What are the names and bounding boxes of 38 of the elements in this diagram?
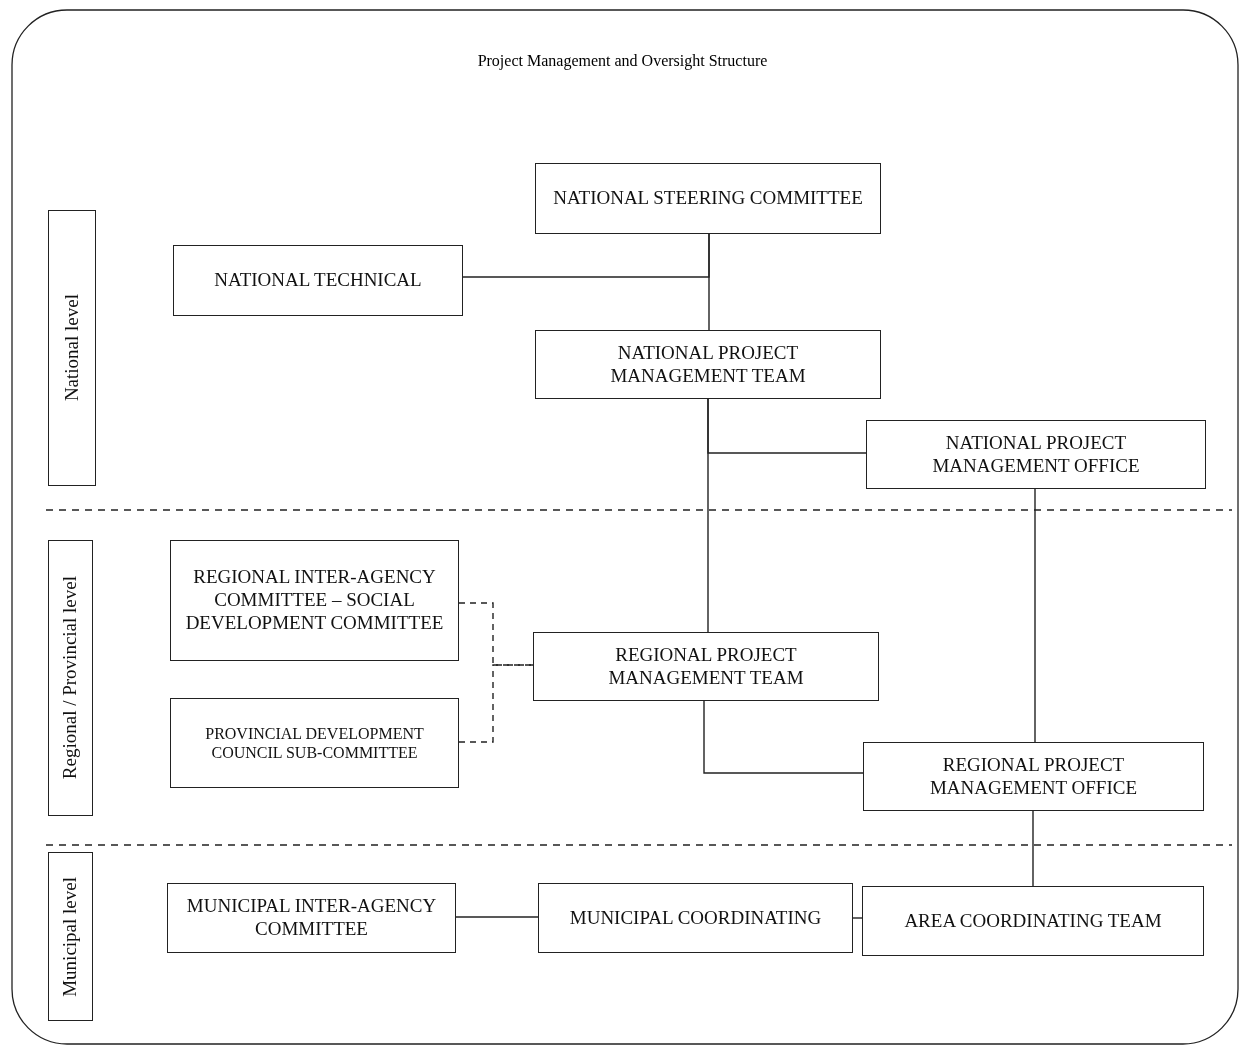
org-unit-box [862, 886, 1204, 956]
level-label: National level [61, 293, 83, 404]
org-unit-box [535, 163, 881, 234]
org-unit-box [538, 883, 853, 953]
org-unit-box [170, 698, 459, 788]
level-label: Municipal level [60, 875, 81, 999]
level-label: Regional / Provincial level [60, 575, 81, 782]
unit-name: PROVINCIAL DEVELOPMENT COUNCIL SUB-COMMITTEE [204, 723, 425, 763]
connector-line [458, 664, 534, 743]
level-label-box [48, 540, 93, 816]
connector-line [707, 398, 867, 454]
unit-name: NATIONAL PROJECT MANAGEMENT TEAM [609, 341, 807, 388]
unit-name: NATIONAL PROJECT MANAGEMENT OFFICE [931, 431, 1141, 478]
org-unit-box [863, 742, 1204, 811]
connector-line [455, 916, 539, 918]
org-unit-box [866, 420, 1206, 489]
org-unit-box [535, 330, 881, 399]
connector-line [1032, 810, 1034, 887]
connector-line [703, 700, 864, 774]
unit-name: MUNICIPAL COORDINATING [568, 906, 823, 930]
connector-line [458, 602, 534, 666]
diagram-title: Project Management and Oversight Structure [477, 52, 768, 70]
unit-name: NATIONAL TECHNICAL [213, 269, 423, 292]
unit-name: REGIONAL PROJECT MANAGEMENT TEAM [607, 643, 805, 690]
level-label-box [48, 210, 96, 486]
connector-line [462, 233, 710, 278]
org-unit-box [170, 540, 459, 661]
unit-name: REGIONAL INTER-AGENCY COMMITTEE – SOCIAL DEVELOPMENT COMMITTEE [184, 566, 445, 635]
level-label-box [48, 852, 93, 1021]
org-unit-box [173, 245, 463, 316]
unit-name: REGIONAL PROJECT MANAGEMENT OFFICE [928, 753, 1139, 800]
unit-name: AREA COORDINATING TEAM [903, 909, 1163, 933]
unit-name: MUNICIPAL INTER-AGENCY COMMITTEE [185, 895, 438, 941]
org-unit-box [533, 632, 879, 701]
unit-name: NATIONAL STEERING COMMITTEE [552, 187, 864, 210]
org-unit-box [167, 883, 456, 953]
connector-line [1034, 488, 1036, 743]
connector-line [852, 917, 863, 919]
